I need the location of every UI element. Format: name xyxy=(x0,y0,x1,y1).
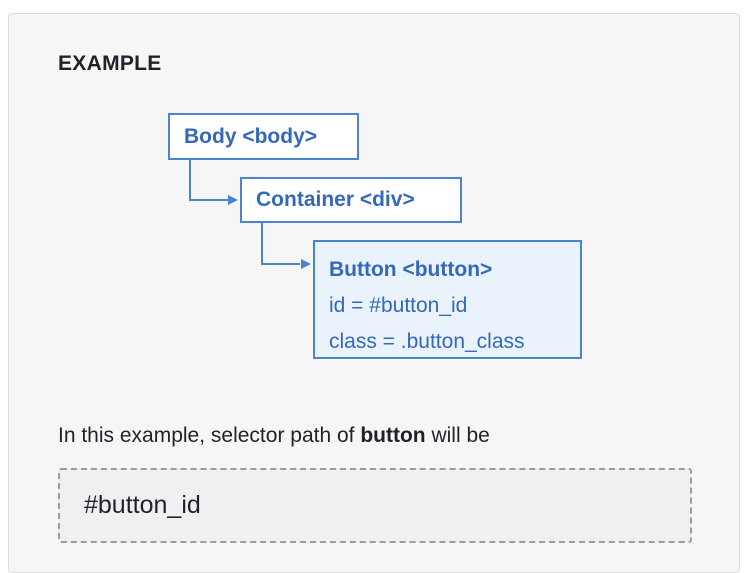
node-button-class: class = .button_class xyxy=(329,330,525,353)
node-container: Container <div> xyxy=(240,177,462,223)
node-button-id: id = #button_id xyxy=(329,294,468,317)
selector-result-value: #button_id xyxy=(84,491,201,519)
explanation-prefix: In this example, selector path of xyxy=(58,424,361,447)
example-heading: EXAMPLE xyxy=(58,52,162,75)
explanation-suffix: will be xyxy=(425,424,490,447)
explanation-text: In this example, selector path of button… xyxy=(58,424,490,448)
node-button: Button <button> id = #button_id class = … xyxy=(313,240,582,359)
node-container-label: Container <div> xyxy=(256,188,415,211)
node-body: Body <body> xyxy=(168,113,359,160)
node-body-label: Body <body> xyxy=(184,124,318,148)
explanation-emphasis: button xyxy=(360,424,426,447)
node-button-label: Button <button> xyxy=(329,258,493,281)
selector-result-box: #button_id xyxy=(58,468,692,543)
